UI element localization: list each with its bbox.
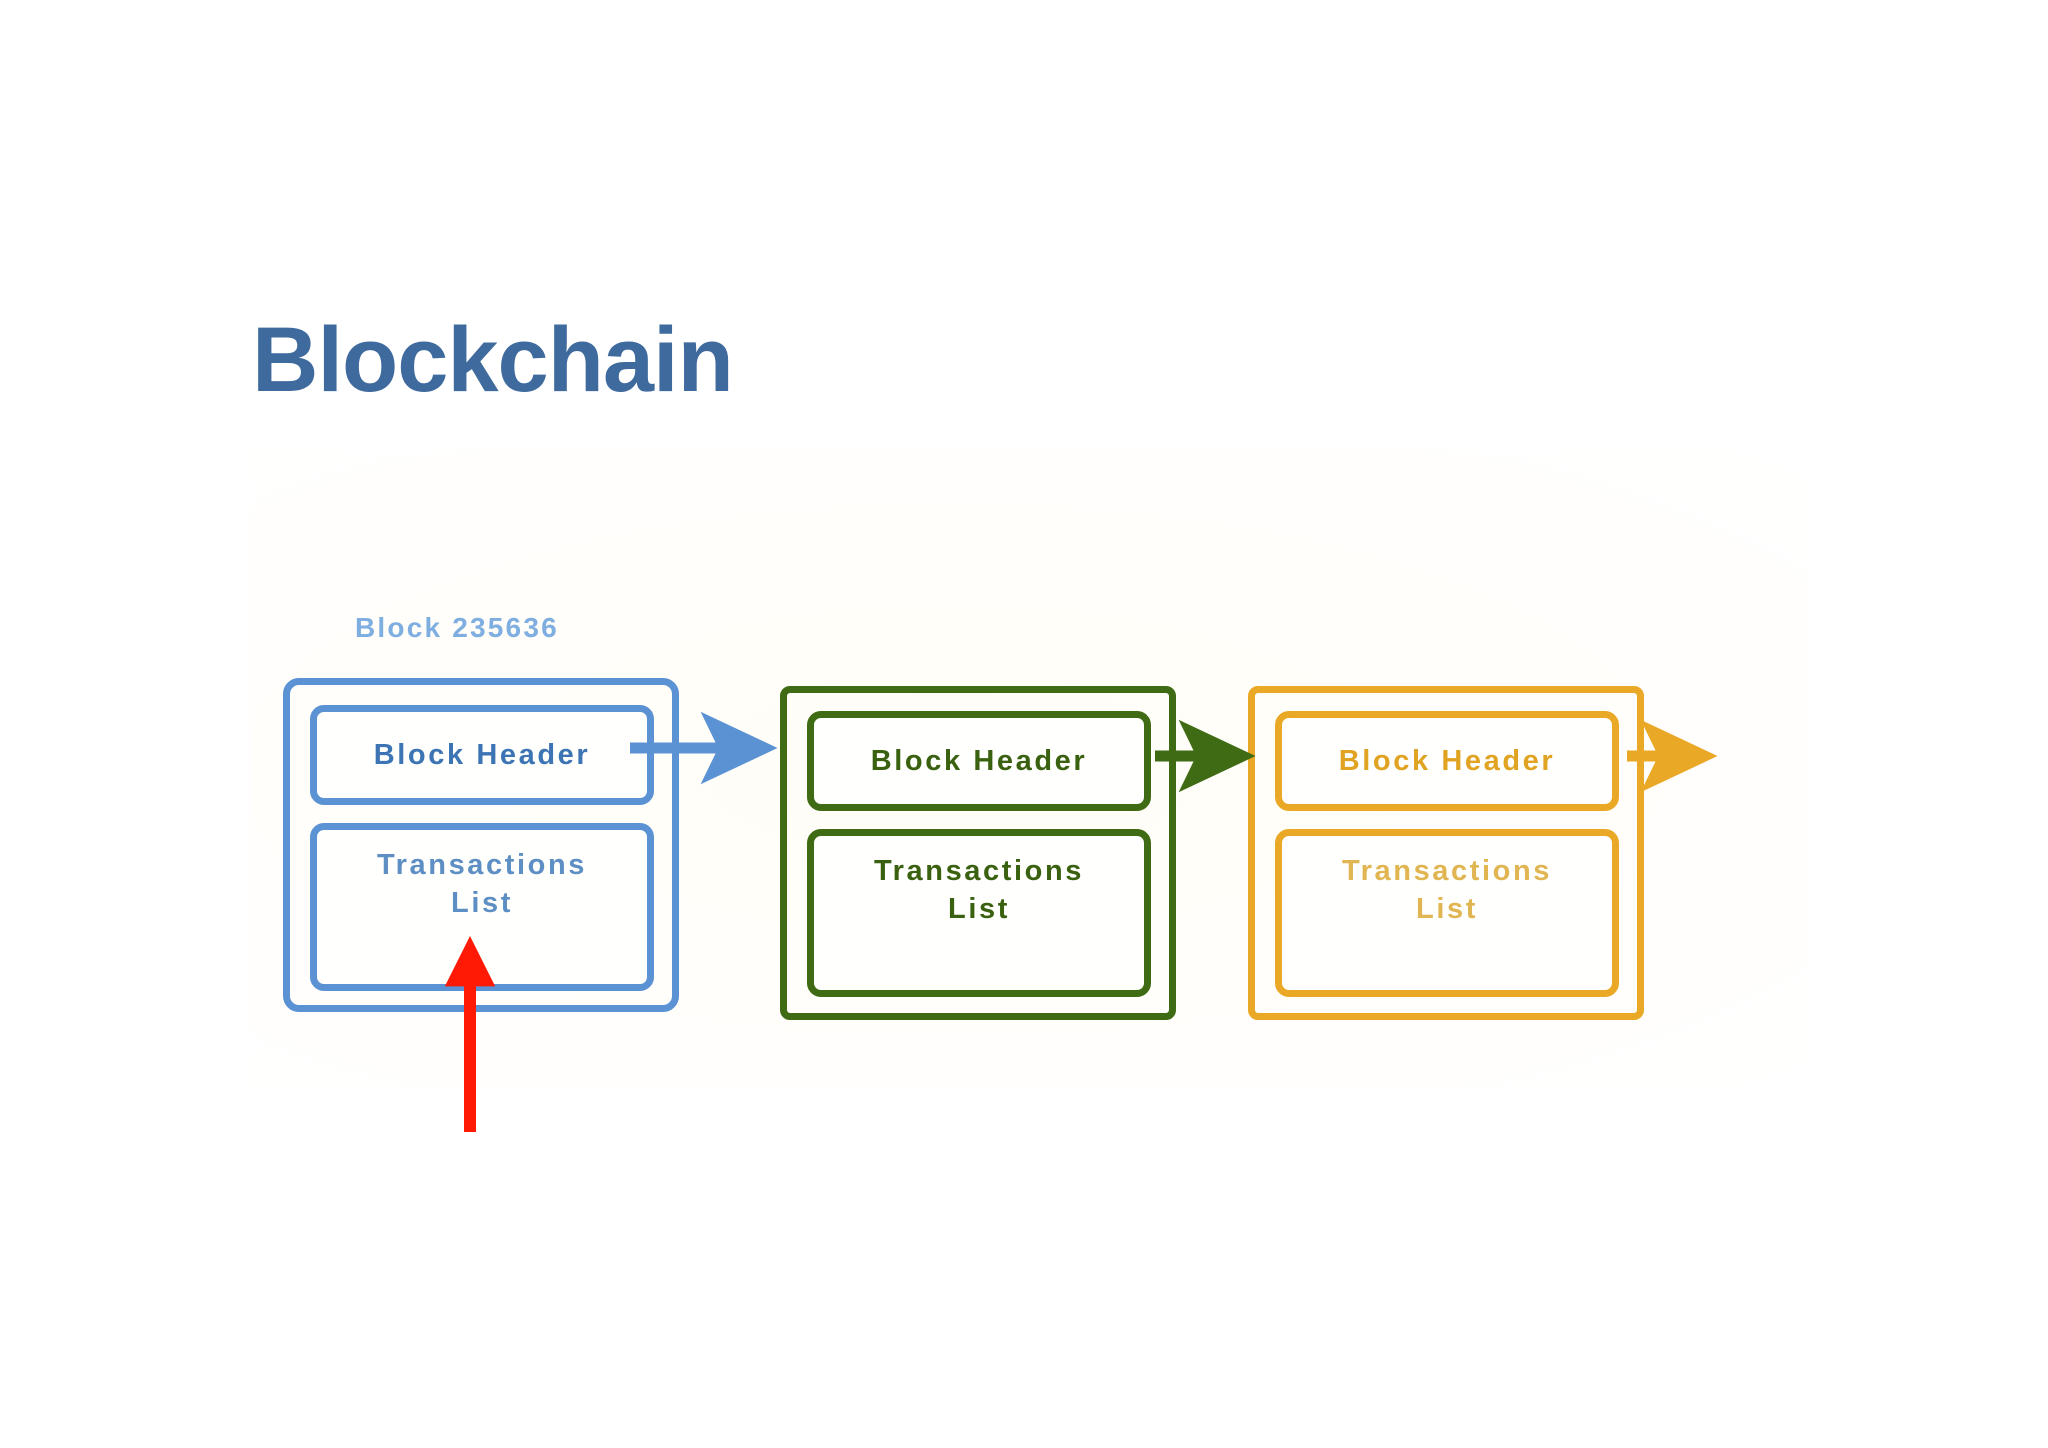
block-3-header-box[interactable]: Block Header xyxy=(1275,711,1619,811)
block-1-transactions-label: Transactions List xyxy=(376,848,588,919)
block-3-transactions-label: Transactions List xyxy=(1341,854,1553,925)
page-title: Blockchain xyxy=(252,309,734,411)
block-3-transactions-box[interactable]: Transactions List xyxy=(1275,829,1619,997)
block-2-header-label: Block Header xyxy=(870,744,1088,777)
block-3-container[interactable] xyxy=(1248,686,1644,1020)
block-3-header-label: Block Header xyxy=(1338,744,1556,777)
block-2-transactions-label: Transactions List xyxy=(873,854,1085,925)
block-1-header-label: Block Header xyxy=(373,738,591,771)
block-1-transactions-box[interactable]: Transactions List xyxy=(310,823,654,991)
block-2-container[interactable] xyxy=(780,686,1176,1020)
block-1-label: Block 235636 xyxy=(355,612,559,643)
block-2-header-box[interactable]: Block Header xyxy=(807,711,1151,811)
block-2-transactions-box[interactable]: Transactions List xyxy=(807,829,1151,997)
block-1-container[interactable] xyxy=(283,678,679,1012)
block-1-header-box[interactable]: Block Header xyxy=(310,705,654,805)
